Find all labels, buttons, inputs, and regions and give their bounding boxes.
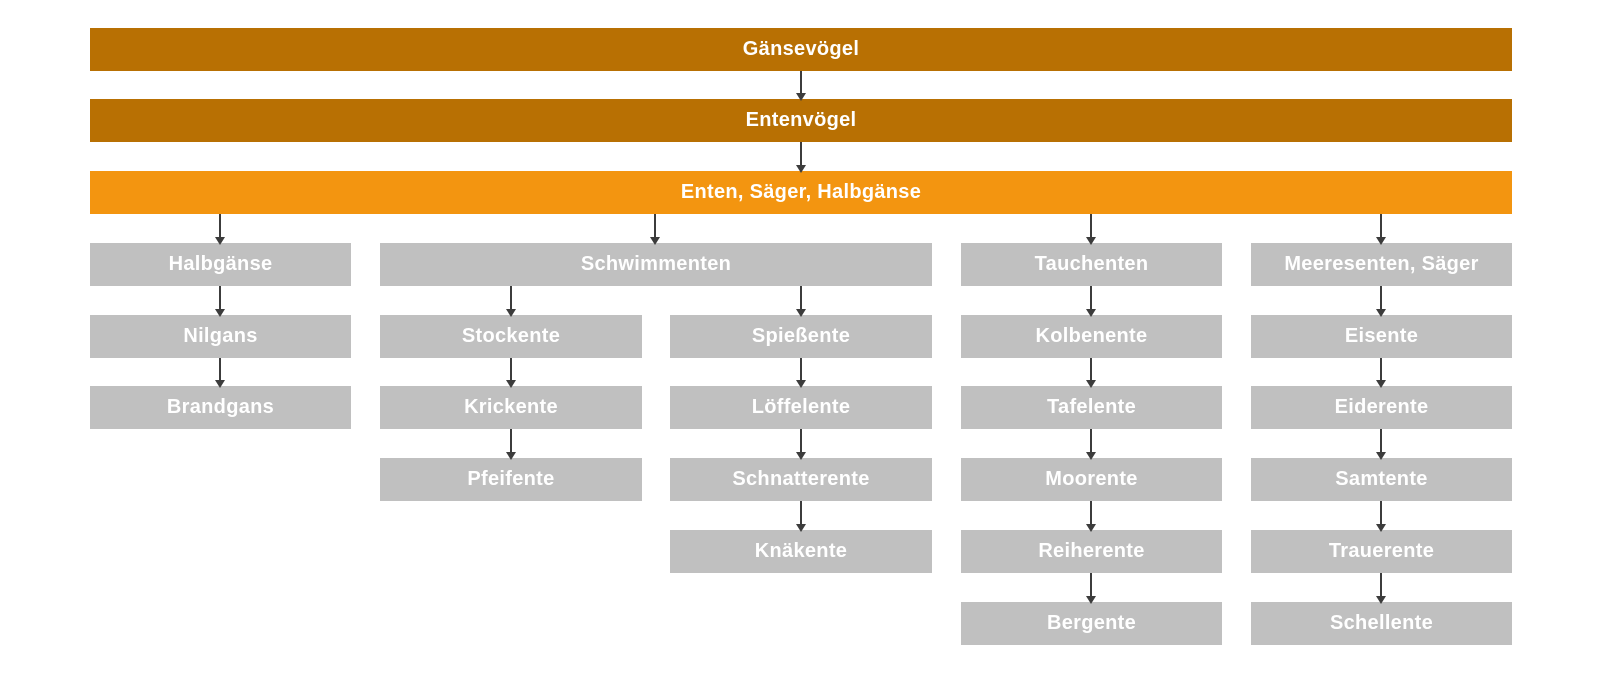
order-label: Gänsevögel [742,38,860,60]
species-box: Brandgans [90,386,351,429]
species-label: Eisente [1344,325,1419,347]
species-box: Trauerente [1251,530,1512,573]
family-label: Entenvögel [745,109,857,131]
group-box-meeresenten: Meeresenten, Säger [1251,243,1512,286]
group-label: Tauchenten [1034,253,1149,275]
species-label: Brandgans [166,396,275,418]
species-box: Pfeifente [380,458,642,501]
species-label: Samtente [1335,468,1428,490]
species-label: Löffelente [751,396,851,418]
group-box-halbgaense: Halbgänse [90,243,351,286]
species-box: Nilgans [90,315,351,358]
species-label: Nilgans [183,325,258,347]
group-label: Halbgänse [168,253,273,275]
species-box: Reiherente [961,530,1222,573]
subfamily-label: Enten, Säger, Halbgänse [680,181,922,203]
species-label: Pfeifente [467,468,555,490]
species-box: Kolbenente [961,315,1222,358]
species-box: Bergente [961,602,1222,645]
species-box: Schellente [1251,602,1512,645]
family-box: Entenvögel [90,99,1512,142]
group-label: Meeresenten, Säger [1284,253,1479,275]
species-label: Bergente [1046,612,1137,634]
species-box: Stockente [380,315,642,358]
species-label: Stockente [461,325,561,347]
species-box: Eiderente [1251,386,1512,429]
species-label: Krickente [464,396,558,418]
group-box-schwimmenten: Schwimmenten [380,243,932,286]
species-label: Schellente [1329,612,1434,634]
species-label: Moorente [1045,468,1138,490]
species-box: Schnatterente [670,458,932,501]
species-box: Spießente [670,315,932,358]
subfamily-box: Enten, Säger, Halbgänse [90,171,1512,214]
species-label: Eiderente [1334,396,1429,418]
species-label: Kolbenente [1035,325,1148,347]
species-label: Spießente [751,325,851,347]
group-box-tauchenten: Tauchenten [961,243,1222,286]
species-label: Trauerente [1328,540,1435,562]
species-label: Reiherente [1038,540,1145,562]
species-label: Schnatterente [732,468,870,490]
species-box: Löffelente [670,386,932,429]
species-box: Samtente [1251,458,1512,501]
species-box: Eisente [1251,315,1512,358]
species-box: Krickente [380,386,642,429]
species-label: Tafelente [1046,396,1137,418]
species-box: Moorente [961,458,1222,501]
species-label: Knäkente [754,540,848,562]
species-box: Knäkente [670,530,932,573]
group-label: Schwimmenten [580,253,732,275]
species-box: Tafelente [961,386,1222,429]
order-box: Gänsevögel [90,28,1512,71]
